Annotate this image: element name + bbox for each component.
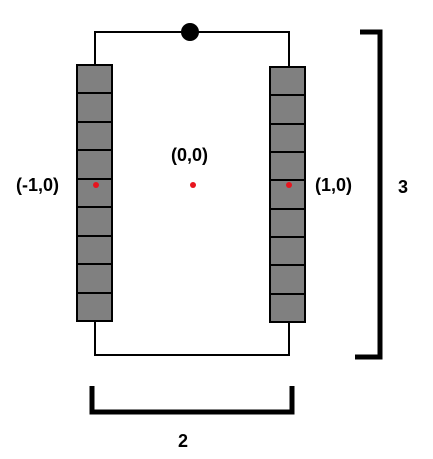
center-point-marker [190,182,196,188]
left-point-label: (-1,0) [16,175,59,195]
right-coil [269,66,306,323]
left-point-marker [93,182,99,188]
right-coil-body [269,66,306,323]
wire-loop [94,31,290,356]
height-dimension-label: 3 [398,177,408,197]
width-bracket [89,386,295,415]
left-coil-body [76,64,113,322]
right-point-label: (1,0) [315,175,352,195]
height-bracket [355,29,383,360]
center-point-label: (0,0) [171,145,208,165]
junction-node [181,23,199,41]
left-coil [76,64,113,322]
right-point-marker [286,182,292,188]
width-dimension-label: 2 [178,431,188,451]
